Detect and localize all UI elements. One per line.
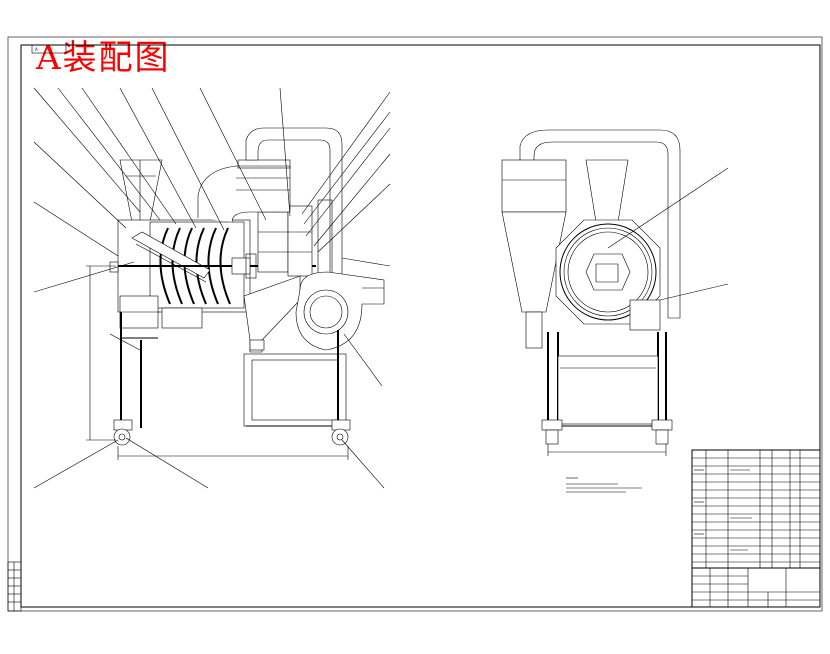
front-dimensions bbox=[86, 265, 349, 460]
inner-frame bbox=[20, 44, 821, 608]
side-cyclone bbox=[501, 159, 567, 349]
outer-border bbox=[7, 36, 823, 612]
side-caster-left bbox=[541, 419, 563, 445]
title-block bbox=[691, 567, 821, 608]
side-feed-hopper bbox=[585, 159, 629, 223]
revision-block bbox=[7, 561, 22, 612]
front-leader-lines bbox=[33, 87, 391, 489]
feed-hopper bbox=[119, 159, 163, 223]
side-drum-outer bbox=[559, 223, 657, 321]
side-duct-loop bbox=[519, 129, 681, 319]
bearing-block bbox=[231, 257, 251, 275]
caster-wheel-right bbox=[331, 419, 351, 446]
collection-bin bbox=[243, 353, 347, 427]
centrifugal-fan bbox=[295, 271, 385, 351]
front-view bbox=[33, 87, 391, 489]
caster-wheel-left bbox=[113, 419, 133, 446]
sheet-code-box bbox=[31, 44, 67, 54]
parts-list-table bbox=[691, 449, 821, 569]
side-discharge-box bbox=[629, 299, 661, 331]
side-view bbox=[501, 129, 729, 456]
sheet-code: A bbox=[35, 47, 38, 52]
side-collection-bin bbox=[557, 355, 659, 425]
side-caster-right bbox=[651, 419, 673, 445]
technical-notes bbox=[566, 477, 642, 493]
